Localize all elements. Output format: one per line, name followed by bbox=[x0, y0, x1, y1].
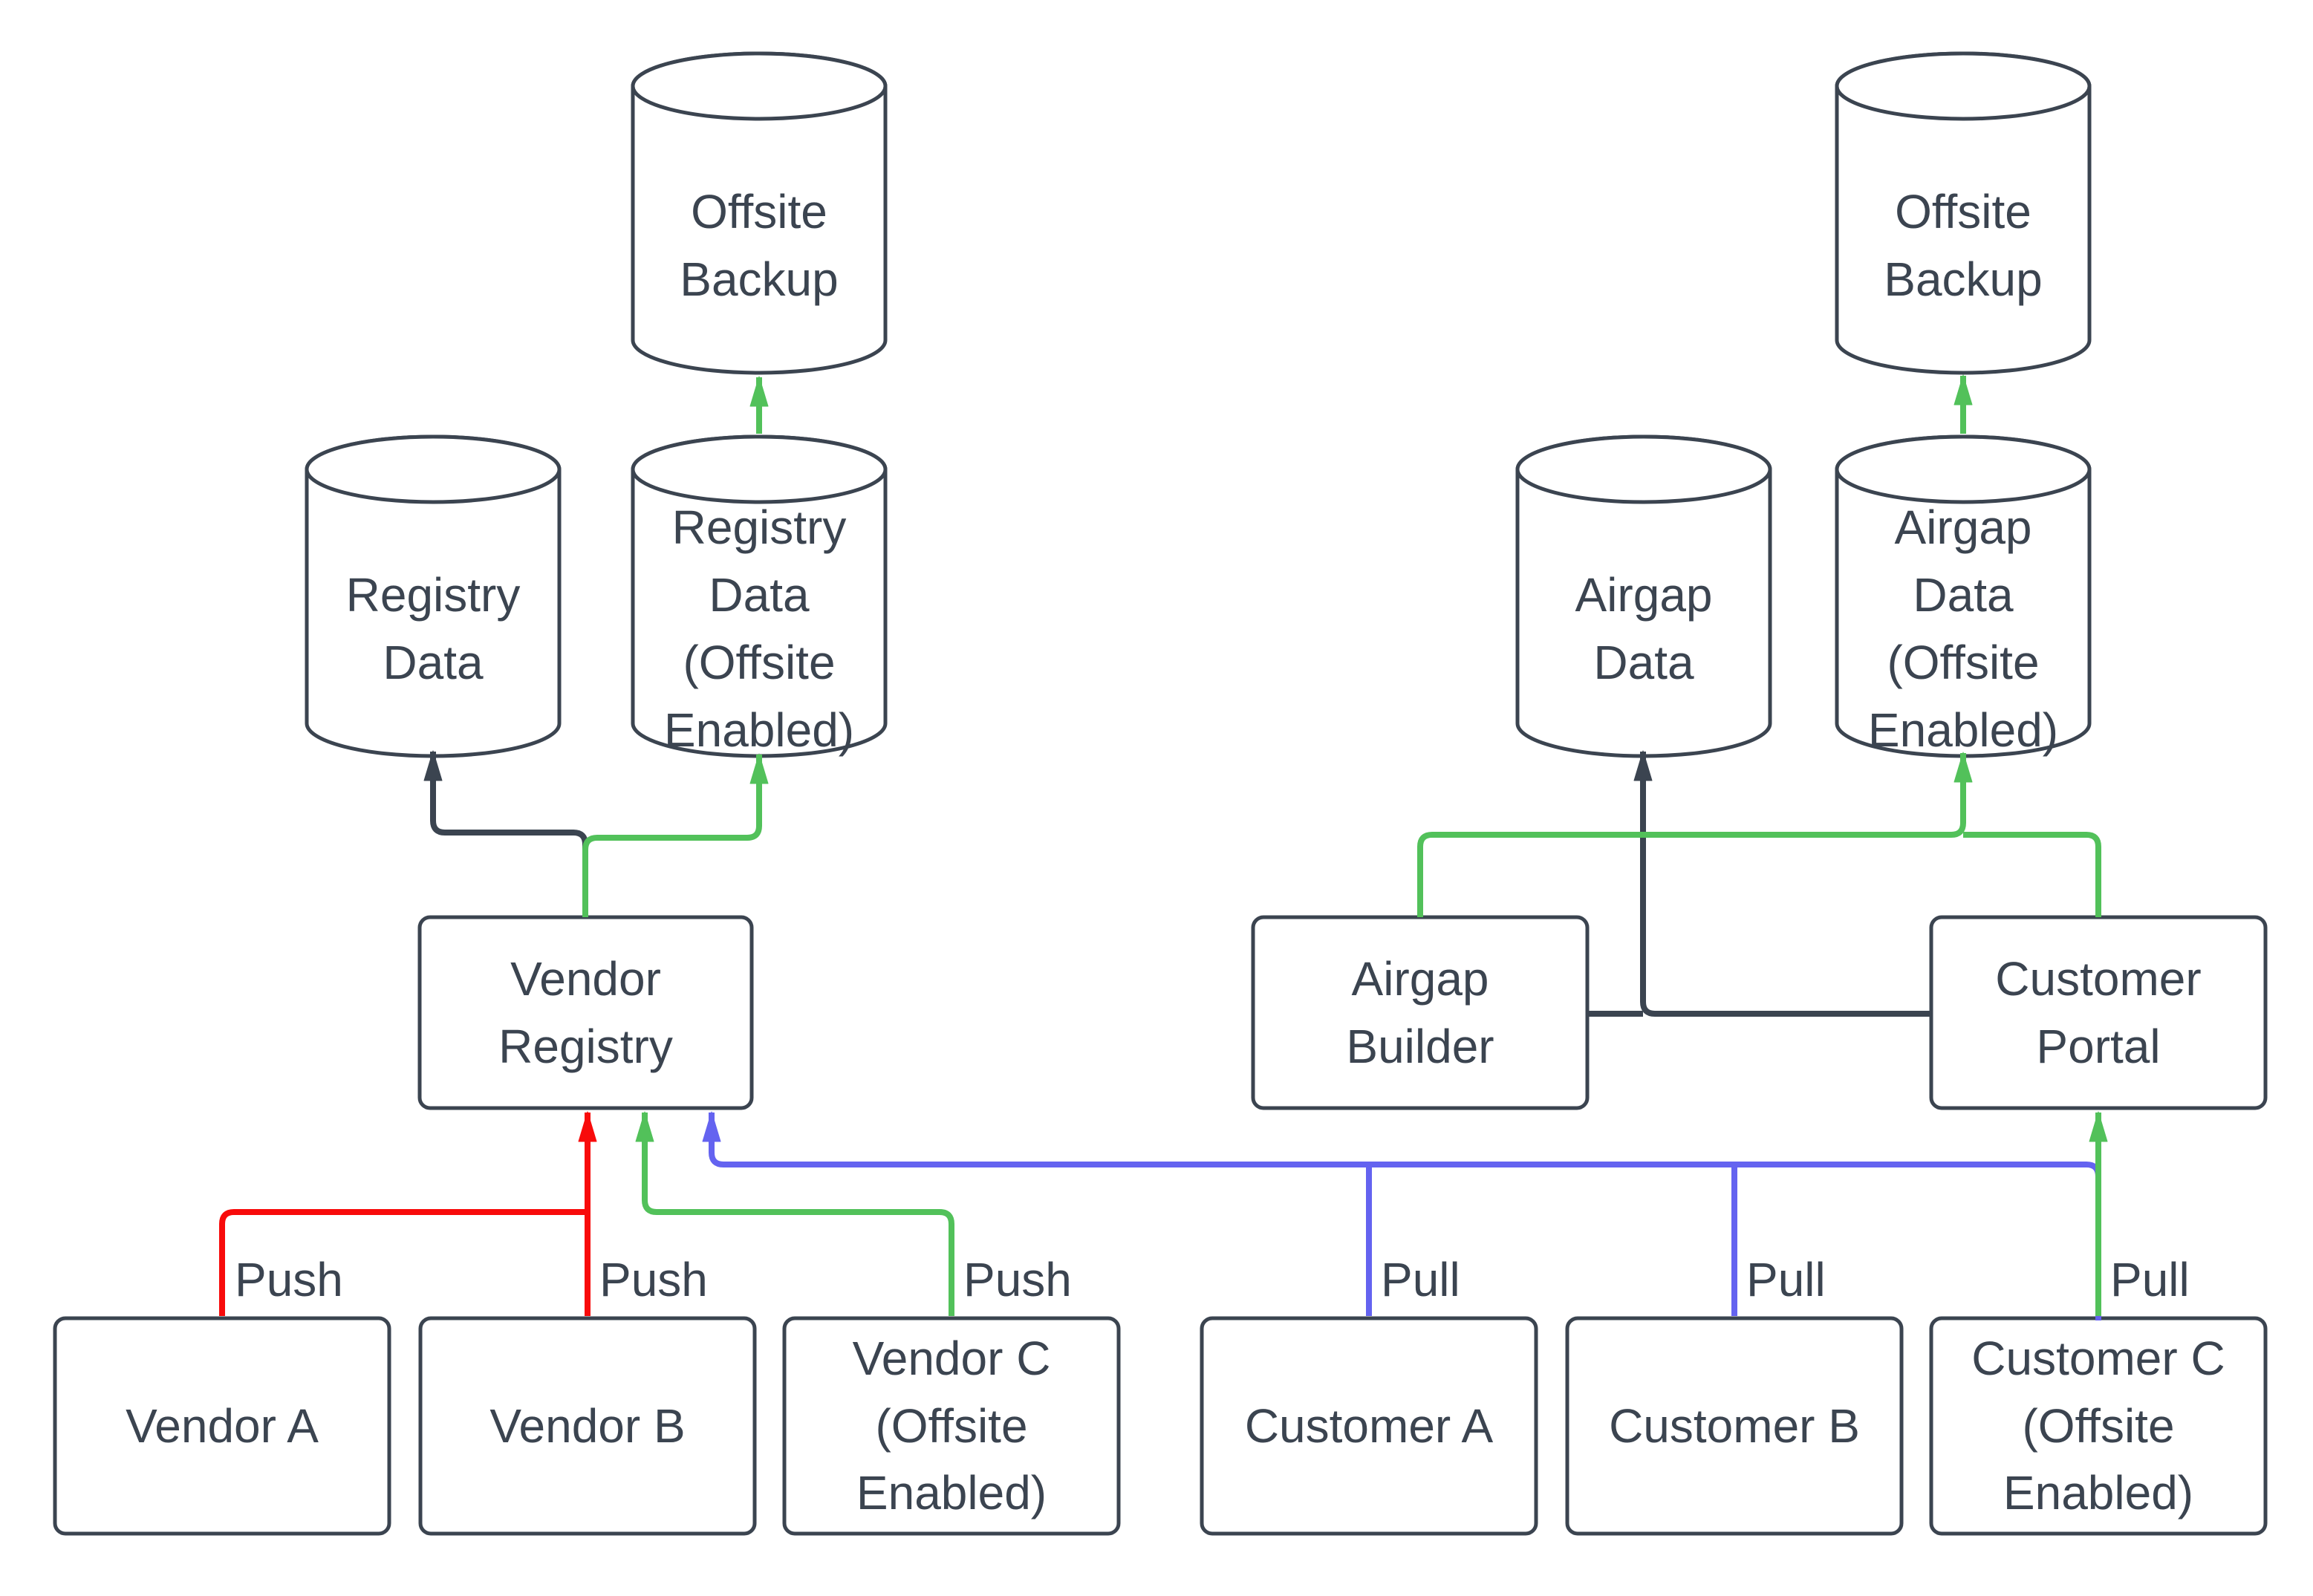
node-offsite-backup-left bbox=[631, 51, 888, 375]
node-registry-data-offsite bbox=[631, 434, 888, 758]
node-vendor-registry bbox=[417, 915, 754, 1110]
node-customer-a bbox=[1200, 1316, 1538, 1536]
node-customer-b bbox=[1565, 1316, 1904, 1536]
edge-customer-portal-to-airgap-data bbox=[1633, 750, 1931, 1017]
node-registry-data bbox=[305, 434, 562, 758]
node-offsite-backup-right bbox=[1835, 51, 2092, 375]
edge-customer-portal-to-airgap-data-offsite bbox=[1963, 832, 2101, 917]
node-vendor-c bbox=[782, 1316, 1121, 1536]
node-vendor-a bbox=[53, 1316, 391, 1536]
edge-airgap-builder-to-airgap-data-offsite bbox=[1417, 752, 1973, 917]
node-airgap-builder bbox=[1251, 915, 1590, 1110]
node-vendor-b bbox=[418, 1316, 757, 1536]
node-airgap-data-offsite bbox=[1835, 434, 2092, 758]
edge-vendor-c-to-vendor-registry bbox=[635, 1111, 954, 1316]
node-customer-c bbox=[1929, 1316, 2268, 1536]
edge-vendor-registry-to-registry-data bbox=[423, 750, 588, 917]
node-airgap-data bbox=[1515, 434, 1772, 758]
edge-customers-to-vendor-registry bbox=[702, 1111, 2101, 1320]
edge-vendor-a-branch bbox=[219, 1209, 588, 1316]
node-customer-portal bbox=[1929, 915, 2268, 1110]
edge-vendor-registry-to-registry-data-offsite bbox=[582, 753, 769, 917]
